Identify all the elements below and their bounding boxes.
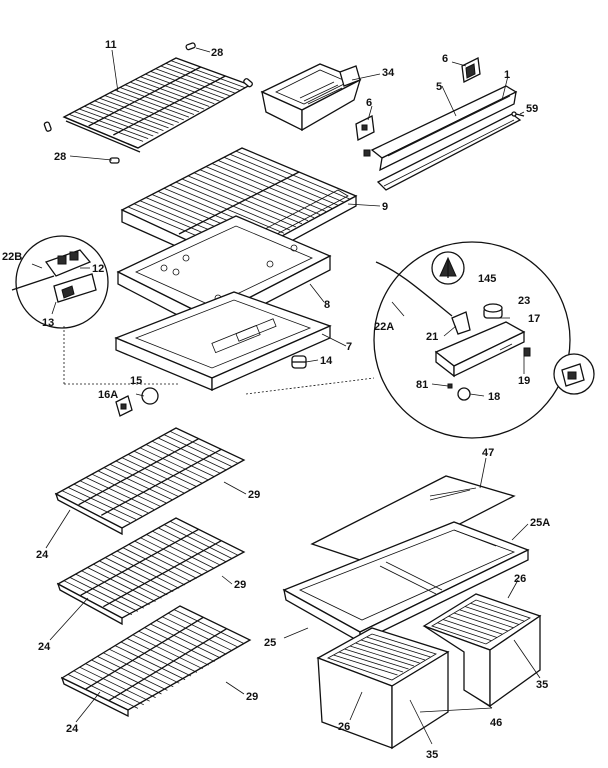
leader-lines xyxy=(31,47,541,745)
shelf-pin xyxy=(43,121,52,132)
top-wire-shelf xyxy=(62,57,252,153)
label-18: 18 xyxy=(488,391,500,403)
label-16a: 16A xyxy=(98,389,118,401)
shelf-pin xyxy=(243,78,253,88)
shelf-pin xyxy=(109,157,120,164)
wire-shelf xyxy=(60,605,252,718)
plug xyxy=(291,355,307,369)
crisper-drawer-left xyxy=(316,627,450,750)
label-21: 21 xyxy=(426,331,438,343)
control-detail xyxy=(245,241,595,439)
label-6: 6 xyxy=(442,53,448,65)
label-28: 28 xyxy=(211,47,223,59)
label-29: 29 xyxy=(248,489,260,501)
label-5: 5 xyxy=(436,81,442,93)
label-25: 25 xyxy=(264,637,276,649)
label-26: 26 xyxy=(338,721,350,733)
label-7: 7 xyxy=(346,341,352,353)
label-15: 15 xyxy=(130,375,142,387)
label-12: 12 xyxy=(92,263,104,275)
label-47: 47 xyxy=(482,447,494,459)
label-13: 13 xyxy=(42,317,54,329)
label-6: 6 xyxy=(366,97,372,109)
storage-pan xyxy=(260,63,362,132)
crisper-drawer-right xyxy=(422,593,542,708)
label-24: 24 xyxy=(66,723,79,735)
wire-shelf xyxy=(54,427,246,536)
upper-rail xyxy=(363,85,518,172)
label-11: 11 xyxy=(105,39,117,51)
callout-labels: 11 28 28 34 6 6 5 1 59 9 8 7 14 22B 12 1… xyxy=(2,39,550,761)
label-24: 24 xyxy=(38,641,51,653)
label-14: 14 xyxy=(320,355,333,367)
label-35: 35 xyxy=(426,749,438,761)
crisper-frame xyxy=(282,521,530,644)
glass-shelf xyxy=(310,475,516,567)
label-25a: 25A xyxy=(530,517,550,529)
label-9: 9 xyxy=(382,201,388,213)
label-23: 23 xyxy=(518,295,530,307)
label-24: 24 xyxy=(36,549,49,561)
knob xyxy=(115,387,159,417)
label-22a: 22A xyxy=(374,321,394,333)
label-22b: 22B xyxy=(2,251,22,263)
shelf-pin xyxy=(185,42,196,51)
label-59: 59 xyxy=(526,103,538,115)
label-8: 8 xyxy=(324,299,330,311)
clip xyxy=(461,57,481,83)
label-145: 145 xyxy=(478,273,496,285)
label-35: 35 xyxy=(536,679,548,691)
label-1: 1 xyxy=(504,69,510,81)
label-26: 26 xyxy=(514,573,526,585)
damper-detail xyxy=(11,235,180,385)
clip xyxy=(355,115,375,141)
label-17: 17 xyxy=(528,313,540,325)
tray xyxy=(114,291,332,391)
label-34: 34 xyxy=(382,67,395,79)
screw xyxy=(511,111,525,117)
label-81: 81 xyxy=(416,379,428,391)
lower-rail xyxy=(376,113,522,191)
label-29: 29 xyxy=(246,691,258,703)
label-28: 28 xyxy=(54,151,66,163)
label-19: 19 xyxy=(518,375,530,387)
label-29: 29 xyxy=(234,579,246,591)
wire-shelf xyxy=(56,517,246,626)
label-46: 46 xyxy=(490,717,502,729)
